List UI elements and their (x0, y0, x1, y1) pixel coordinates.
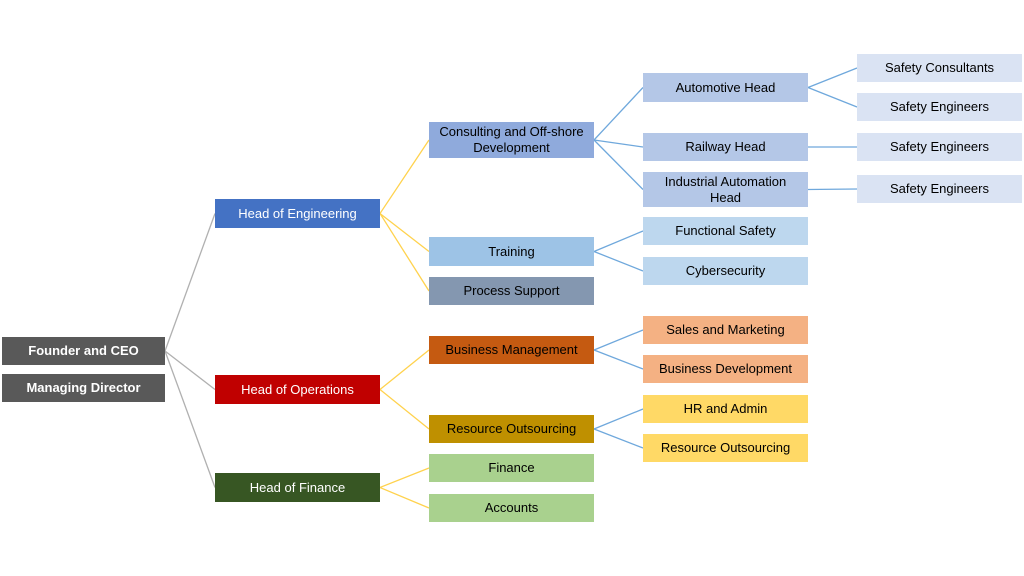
org-node-label: Business Management (445, 342, 578, 357)
org-node-label: Accounts (484, 500, 539, 515)
connector-cod-ind (593, 139, 644, 190)
org-node-rail: Railway Head (643, 133, 808, 161)
org-node-se2: Safety Engineers (857, 133, 1022, 161)
org-node-label: Resource Outsourcing (446, 421, 577, 436)
connector-auto-sc1 (807, 67, 858, 89)
org-node-label: Head of Operations (241, 381, 354, 397)
org-node-cyber: Cybersecurity (643, 257, 808, 285)
org-node-label: Consulting and Off-shore Development (439, 124, 584, 155)
connector-training-funcsafe (593, 230, 644, 253)
connector-cod-auto (593, 87, 644, 141)
org-node-label: Safety Engineers (889, 99, 989, 114)
org-node-label: Finance (488, 460, 535, 475)
org-node-label: Functional Safety (675, 223, 776, 238)
org-node-accounts: Accounts (429, 494, 594, 522)
connector-busmgmt-sales (593, 329, 644, 351)
connector-auto-se1 (807, 86, 858, 108)
org-node-process: Process Support (429, 277, 594, 305)
org-node-se1: Safety Engineers (857, 93, 1022, 121)
org-node-md: Managing Director (2, 374, 165, 402)
org-node-auto: Automotive Head (643, 73, 808, 102)
org-node-hr: HR and Admin (643, 395, 808, 423)
connector-ind-se3 (807, 188, 858, 191)
org-node-cod: Consulting and Off-shore Development (429, 122, 594, 158)
connector-fin-accounts (379, 486, 430, 509)
org-node-label: Cybersecurity (685, 263, 766, 278)
org-node-funcsafe: Functional Safety (643, 217, 808, 245)
connector-eng-cod (379, 139, 430, 214)
connector-resout-hr (593, 408, 644, 430)
org-node-ceo: Founder and CEO (2, 337, 165, 365)
org-node-fin: Head of Finance (215, 473, 380, 502)
org-node-label: HR and Admin (683, 401, 768, 416)
connector-resout-resout2 (593, 428, 644, 449)
connector-ceo-ops (164, 350, 216, 391)
org-node-busdev: Business Development (643, 355, 808, 383)
connector-training-cyber (593, 250, 644, 272)
connector-fin-finance (379, 467, 430, 489)
org-node-label: Automotive Head (675, 79, 776, 95)
connector-ceo-eng (164, 213, 216, 352)
org-node-ind: Industrial Automation Head (643, 172, 808, 207)
org-node-label: Head of Engineering (238, 205, 357, 221)
connector-busmgmt-busdev (593, 349, 644, 370)
org-node-label: Head of Finance (249, 479, 346, 495)
org-node-eng: Head of Engineering (215, 199, 380, 228)
org-node-sales: Sales and Marketing (643, 316, 808, 344)
connector-ops-resout (379, 388, 430, 430)
connector-eng-training (379, 212, 430, 253)
connector-ops-busmgmt (379, 349, 430, 391)
org-node-ops: Head of Operations (215, 375, 380, 404)
org-node-sc1: Safety Consultants (857, 54, 1022, 82)
org-node-label: Safety Engineers (889, 139, 989, 154)
org-node-label: Railway Head (685, 139, 766, 154)
org-node-training: Training (429, 237, 594, 266)
org-node-busmgmt: Business Management (429, 336, 594, 364)
org-node-resout2: Resource Outsourcing (643, 434, 808, 462)
org-node-se3: Safety Engineers (857, 175, 1022, 203)
org-node-label: Business Development (659, 361, 792, 376)
org-node-label: Process Support (463, 283, 560, 298)
org-node-label: Founder and CEO (28, 343, 139, 358)
org-node-label: Safety Engineers (889, 181, 989, 196)
org-node-label: Sales and Marketing (666, 322, 785, 337)
connector-eng-process (379, 213, 430, 292)
org-node-resout: Resource Outsourcing (429, 415, 594, 443)
connector-cod-rail (593, 139, 644, 148)
org-node-finance: Finance (429, 454, 594, 482)
connector-ceo-fin (164, 350, 216, 488)
org-node-label: Training (488, 243, 535, 259)
org-node-label: Managing Director (26, 380, 141, 395)
org-node-label: Safety Consultants (884, 60, 995, 75)
org-node-label: Industrial Automation Head (664, 173, 787, 205)
org-node-label: Resource Outsourcing (660, 440, 791, 455)
